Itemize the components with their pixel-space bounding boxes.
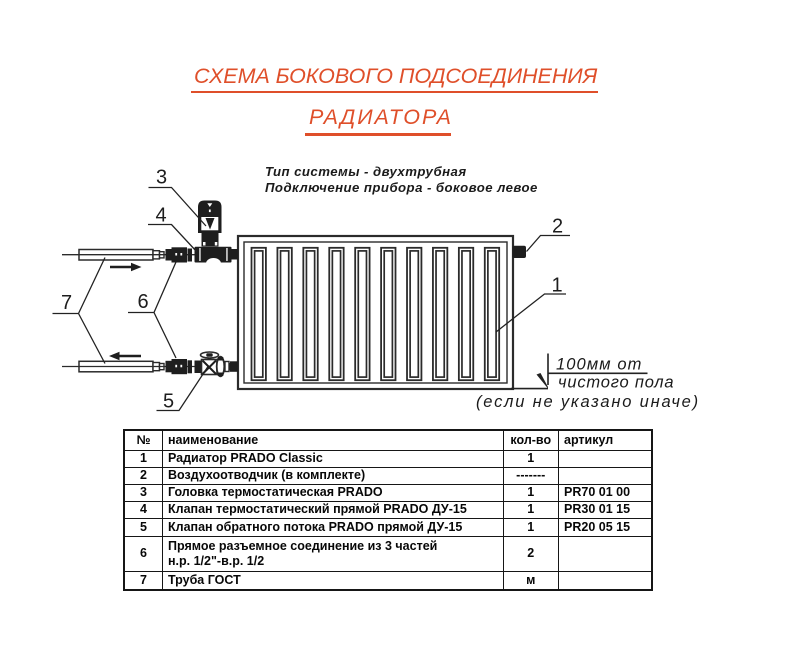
svg-text:чистого пола: чистого пола [558,374,674,392]
svg-text:1: 1 [552,275,563,297]
svg-text:(если не указано иначе): (если не указано иначе) [476,393,700,411]
svg-text:7: 7 [61,292,72,314]
svg-text:5: 5 [163,391,174,413]
svg-text:6: 6 [138,291,149,313]
svg-text:100мм от: 100мм от [556,356,642,374]
svg-text:4: 4 [156,205,167,227]
svg-text:3: 3 [156,167,167,189]
svg-text:2: 2 [552,216,563,238]
